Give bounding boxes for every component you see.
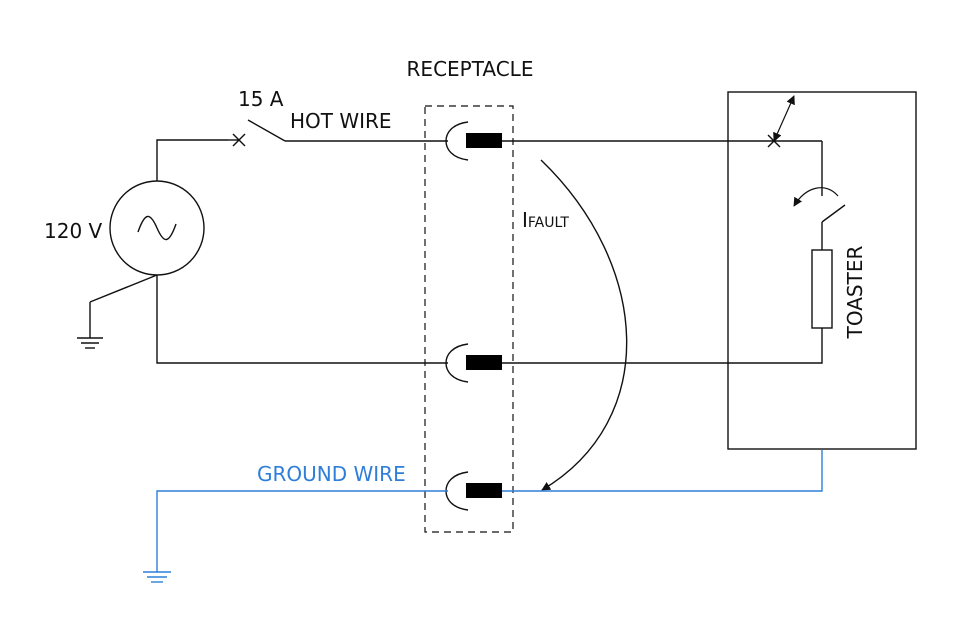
heating-element-icon	[811, 249, 833, 329]
breaker-rating-label: 15 A	[238, 87, 284, 111]
toaster-label: TOASTER	[843, 246, 867, 340]
source-ground-connection	[77, 274, 158, 349]
receptacle-ground-terminal	[445, 471, 502, 511]
receptacle-label: RECEPTACLE	[407, 57, 534, 81]
fault-current-label: IFAULT	[522, 208, 569, 232]
toaster-enclosure	[727, 91, 917, 450]
ground-symbol-icon	[143, 571, 171, 583]
neutral-wire	[156, 275, 823, 364]
ac-source-icon	[109, 180, 205, 276]
fault-current-subscript: FAULT	[528, 215, 569, 231]
ground-symbol-icon	[77, 337, 103, 349]
fault-current-arrow	[540, 159, 628, 491]
toaster-switch-icon	[793, 187, 846, 250]
receptacle	[424, 105, 514, 533]
hot-wire	[156, 119, 823, 196]
receptacle-neutral-terminal	[445, 343, 502, 383]
toaster	[727, 91, 917, 450]
ground-wire	[143, 450, 823, 583]
ground-wire-label: GROUND WIRE	[257, 462, 406, 486]
chassis-contact-arrow	[773, 95, 795, 142]
fault-current-symbol: I	[522, 208, 528, 232]
source-voltage-label: 120 V	[44, 219, 103, 243]
receptacle-hot-terminal	[445, 121, 502, 161]
hot-wire-label: HOT WIRE	[290, 109, 392, 133]
